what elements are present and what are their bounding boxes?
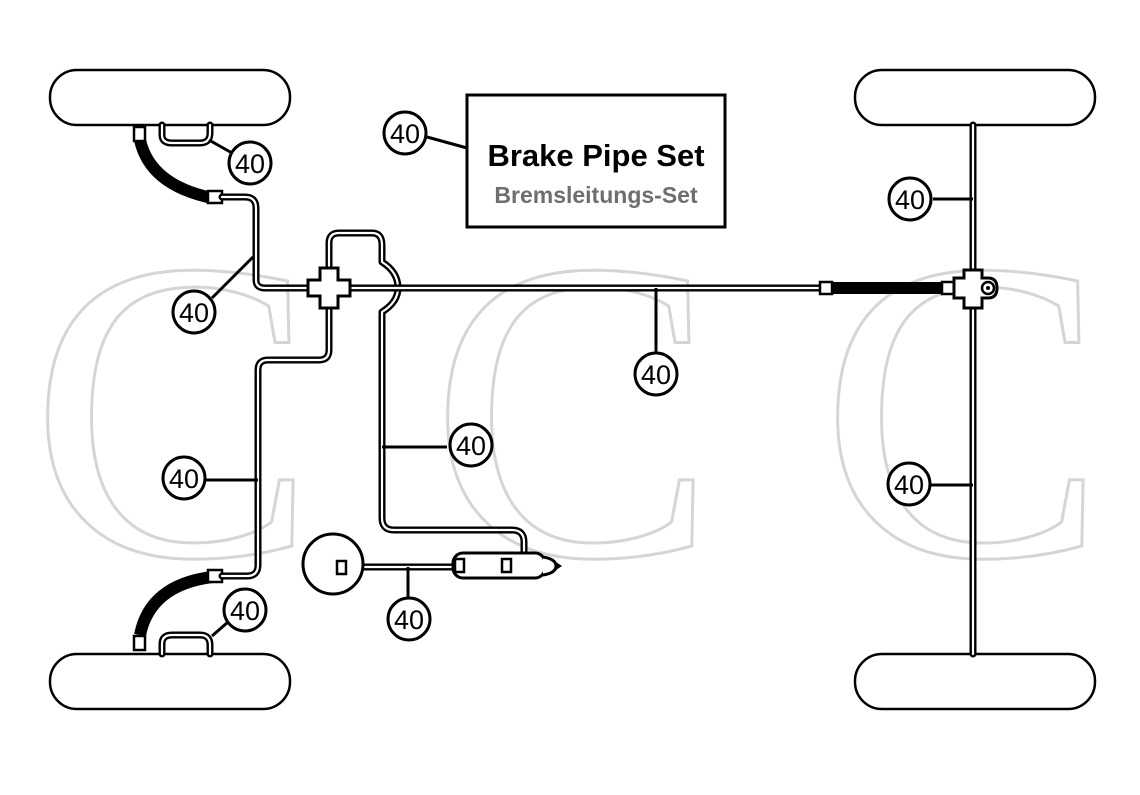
callout-label: 40 [894, 470, 924, 500]
brake-booster [301, 532, 365, 596]
callout-label: 40 [179, 298, 209, 328]
title-main: Brake Pipe Set [487, 138, 704, 173]
callout-label: 40 [235, 149, 265, 179]
hose-connector [132, 125, 147, 143]
leader-lines [206, 135, 973, 638]
hose-connector [818, 280, 834, 296]
callout-rear-axle-lower: 40 [886, 461, 932, 507]
callout-front-left-wheel-loop: 40 [227, 140, 273, 186]
watermark-letter: C [30, 173, 317, 649]
rear-left-wheel-loop [158, 631, 214, 658]
callout-label: 40 [895, 185, 925, 215]
rear-left-hose [134, 571, 213, 637]
callout-rear-left-wheel-loop: 40 [222, 587, 268, 633]
watermark-letter: C [820, 173, 1107, 649]
rear-t-junction [952, 268, 999, 310]
master-cylinder [451, 551, 562, 580]
callout-label: 40 [390, 119, 420, 149]
callout-label: 40 [641, 360, 671, 390]
callout-rear-axle-upper: 40 [887, 176, 933, 222]
callout-label: 40 [456, 431, 486, 461]
front-left-hose [134, 138, 214, 204]
callout-front-left-lower-pipe: 40 [161, 455, 207, 501]
callout-label: 40 [169, 464, 199, 494]
wheel-rear-right [853, 652, 1097, 711]
callout-front-left-pipe: 40 [171, 289, 217, 335]
wheel-rear-left [48, 652, 292, 711]
wheel-front-left [48, 68, 292, 127]
callout-label: 40 [394, 605, 424, 635]
title-box: Brake Pipe Set Bremsleitungs-Set [465, 93, 727, 229]
wheel-front-right [853, 68, 1097, 127]
hose-connector [132, 634, 147, 652]
four-way-junction [306, 266, 352, 310]
callout-master-cylinder-feed: 40 [448, 422, 494, 468]
hose-connector [940, 280, 956, 296]
callout-label: 40 [230, 596, 260, 626]
front-left-wheel-loop [158, 121, 214, 147]
rigid-pipes [218, 121, 977, 658]
callout-title: 40 [382, 110, 428, 156]
watermark: C C C [29, 172, 1109, 651]
title-subtitle: Bremsleitungs-Set [494, 182, 698, 208]
callout-main-rear-pipe: 40 [633, 351, 679, 397]
callout-booster-pipe: 40 [386, 596, 432, 642]
